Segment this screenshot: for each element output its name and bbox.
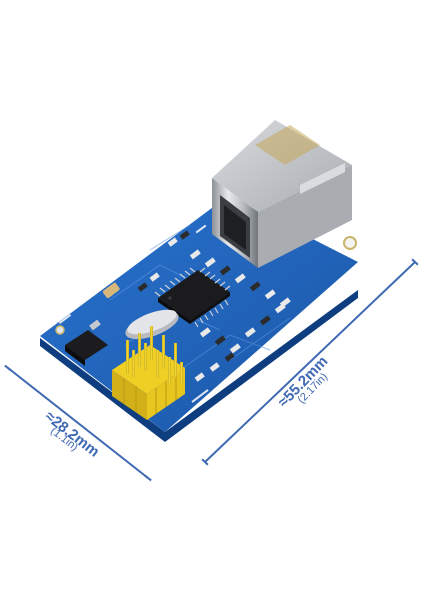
pin-header: [112, 326, 185, 420]
crystal-oscillator: [125, 309, 179, 340]
smd-components: [137, 230, 291, 382]
mounting-hole: [55, 325, 65, 335]
width-dimension-line: [4, 364, 152, 482]
voltage-regulator: [65, 319, 108, 366]
silkscreen-marks: [58, 224, 307, 403]
capacitor: [103, 282, 120, 299]
rj45-connector: [212, 120, 352, 268]
length-dimension-line: [201, 258, 419, 466]
mounting-hole: [343, 236, 357, 250]
pcb-edge: [40, 290, 358, 442]
